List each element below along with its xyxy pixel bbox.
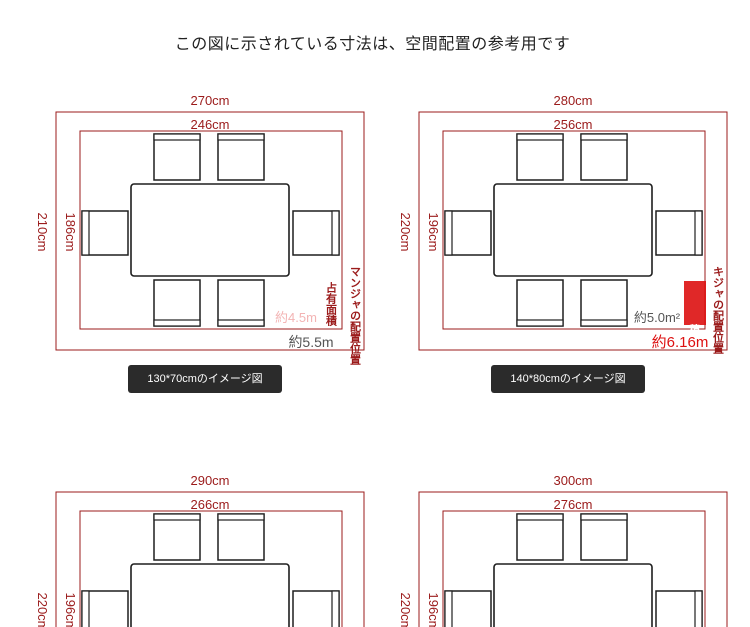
chair (81, 210, 129, 256)
highlight-marker (684, 281, 706, 325)
chair (444, 210, 492, 256)
page-title: この図に示されている寸法は、空間配置の参考用です (174, 34, 571, 53)
inner-width-label: 256cm (553, 117, 592, 132)
inner-dimension-frame (442, 510, 706, 627)
outer-width-label: 280cm (553, 93, 592, 108)
outer-height-label: 220cm (398, 592, 413, 627)
chair (292, 590, 340, 627)
chair (444, 590, 492, 627)
outer-area-label: 約6.16m (652, 334, 709, 351)
outer-height-label: 220cm (398, 212, 413, 251)
inner-dimension-frame (79, 510, 343, 627)
layout-diagram-3: 290cm 266cm 220cm 196cm (35, 473, 365, 627)
dining-table (493, 183, 653, 277)
inner-width-label: 266cm (190, 497, 229, 512)
layout-caption-1: 130*70cmのイメージ図 (128, 365, 282, 393)
chair (153, 133, 201, 181)
chair (217, 279, 265, 327)
inner-height-label: 196cm (63, 592, 78, 627)
inner-area-label: 約5.0m² (634, 310, 681, 325)
chair (217, 513, 265, 561)
inner-height-label: 196cm (426, 592, 441, 627)
chair (516, 279, 564, 327)
inner-width-label: 276cm (553, 497, 592, 512)
inner-width-label: 246cm (190, 117, 229, 132)
placement-position-note: キジャの配置位置 (712, 266, 725, 354)
layout-diagram-4: 300cm 276cm 220cm 196cm (398, 473, 728, 627)
inner-height-label: 196cm (426, 212, 441, 251)
chair (580, 513, 628, 561)
outer-width-label: 300cm (553, 473, 592, 488)
outer-width-label: 270cm (190, 93, 229, 108)
chair (81, 590, 129, 627)
inner-area-label: 約4.5m (275, 310, 317, 325)
inner-dimension-frame (79, 130, 343, 330)
chair (655, 210, 703, 256)
dining-table (130, 563, 290, 627)
occupied-area-note: 占有面積 (325, 281, 339, 327)
inner-dimension-frame (442, 130, 706, 330)
layout-diagram-2: 280cm 256cm 220cm 196cm 約5.0m² 約6.16m 積 … (398, 93, 728, 354)
outer-width-label: 290cm (190, 473, 229, 488)
placement-position-note: マンジャの配置位置 (349, 266, 362, 365)
chair (217, 133, 265, 181)
outer-area-label: 約5.5m (288, 334, 333, 350)
outer-dimension-frame (418, 491, 728, 627)
outer-height-label: 220cm (35, 592, 50, 627)
dining-table (130, 183, 290, 277)
outer-dimension-frame (55, 111, 365, 351)
layout-caption-2: 140*80cmのイメージ図 (491, 365, 645, 393)
dining-table (493, 563, 653, 627)
chair (153, 513, 201, 561)
chair (580, 279, 628, 327)
inner-height-label: 186cm (63, 212, 78, 251)
chair (655, 590, 703, 627)
outer-dimension-frame (55, 491, 365, 627)
chair (516, 133, 564, 181)
occupied-area-note: 積 (688, 323, 702, 336)
layout-diagram-1: 270cm 246cm 210cm 186cm 約4.5m 約5.5m 占有面積… (35, 93, 365, 365)
chair (516, 513, 564, 561)
chair (292, 210, 340, 256)
outer-dimension-frame (418, 111, 728, 351)
chair (153, 279, 201, 327)
outer-height-label: 210cm (35, 212, 50, 251)
chair (580, 133, 628, 181)
